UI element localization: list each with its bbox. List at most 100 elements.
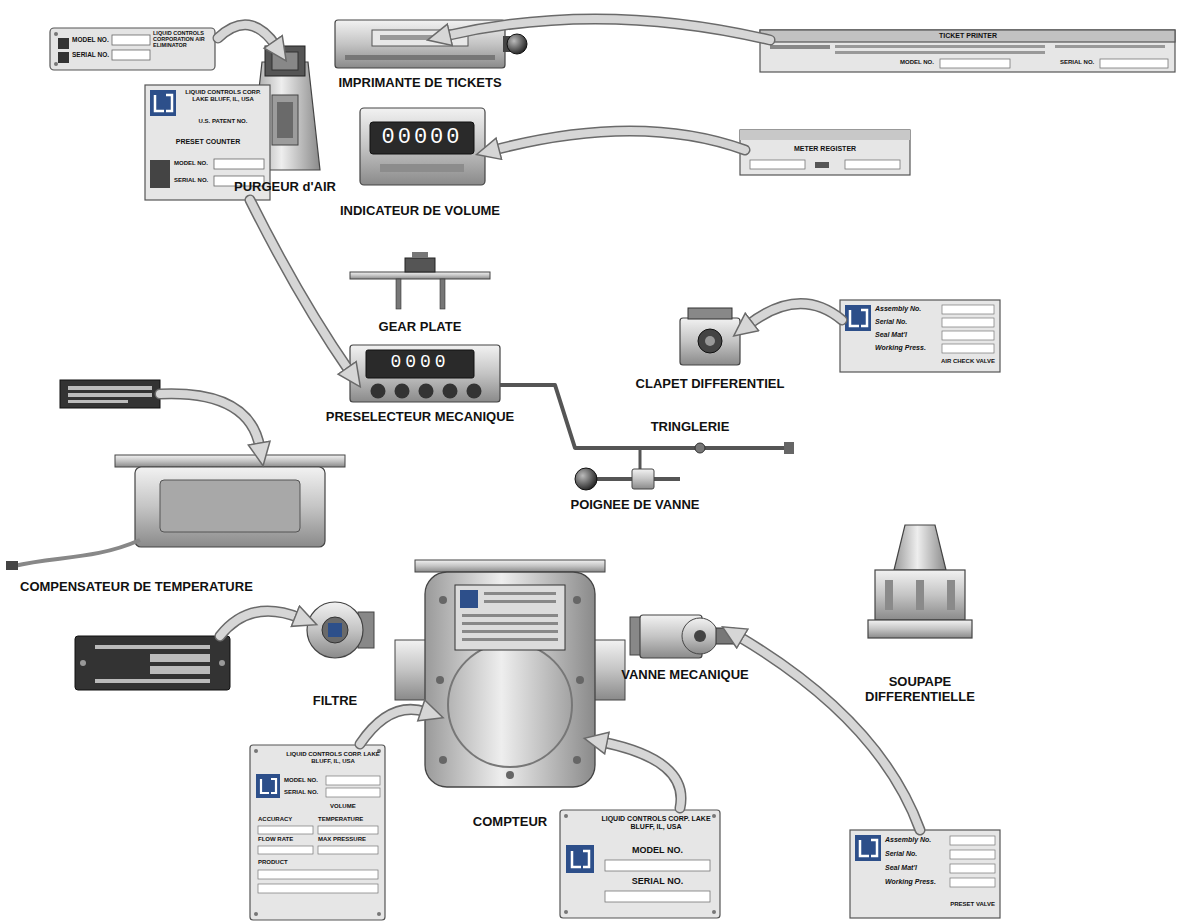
nameplate [318,846,378,854]
nameplate [940,59,1010,68]
nameplate [60,380,160,408]
nameplate-text: Serial No. [875,318,907,326]
nameplate [855,835,881,861]
meter-figure [460,590,478,608]
nameplate [850,830,1000,918]
nameplate [860,840,877,856]
mechanical-preset-figure [395,384,410,399]
meter-figure [484,592,556,595]
meter-figure [439,756,447,764]
ticket-printer-figure [507,34,527,54]
nameplate [605,860,710,871]
nameplate [712,814,716,818]
nameplate-text: SERIAL NO. [284,789,318,796]
nameplate-text: MODEL NO. [284,777,318,784]
nameplate-text: Serial No. [885,850,917,858]
leader-arrow [250,200,350,372]
leader-arrow [748,304,842,325]
nameplate [835,45,1045,48]
nameplate [564,910,568,914]
strainer-figure [307,602,374,658]
nameplate [942,344,994,353]
air-eliminator-figure [277,102,293,138]
valve-handle-figure [632,469,654,489]
air-check-valve-figure [688,308,732,319]
nameplate [258,870,378,879]
nameplate-text: U.S. PATENT NO. [180,118,266,125]
leader-arrow [218,25,276,46]
nameplate [566,845,594,873]
nameplate [258,826,313,834]
nameplate [560,810,720,918]
temperature-compensator-figure [160,480,300,532]
nameplate [740,130,910,175]
linkage-figure [500,385,794,454]
nameplate [112,50,150,60]
leader-arrow [160,394,260,448]
differential-valve-figure [894,525,946,570]
temperature-compensator-figure [6,561,18,570]
leader-arrow [494,131,745,150]
gear-plate-figure [440,279,445,309]
gear-plate-figure [405,258,435,272]
nameplate-text: VOLUME [330,803,356,810]
meter-figure [593,640,625,700]
nameplate [760,30,1175,72]
counter-digits: 00000 [372,125,472,150]
leader-arrow [494,131,745,150]
volume-indicator-figure [360,108,485,185]
part-label: IMPRIMANTE DE TICKETS [300,76,540,91]
nameplate [258,884,378,893]
meter-figure [576,676,584,684]
meter-figure [415,560,605,572]
meter-figure [395,640,427,700]
nameplate [95,645,210,649]
meter-figure [439,596,447,604]
nameplate [326,788,380,797]
leader-arrow [360,709,426,744]
meter-figure [462,614,558,617]
mechanical-preset-figure [443,384,458,399]
nameplate [58,52,69,63]
nameplate-text: TEMPERATURE [318,816,363,823]
strainer-figure [307,602,363,658]
nameplate-text: MODEL NO. [174,160,208,167]
nameplate [740,130,910,175]
nameplate [815,162,829,168]
leader-arrow [445,19,770,40]
nameplate [950,864,995,873]
nameplate [68,393,152,397]
air-check-valve-figure [698,329,722,353]
mechanical-valve-figure [716,628,734,644]
valve-handle-figure [575,468,597,490]
nameplate [572,851,589,867]
nameplate [712,910,716,914]
meter-figure [455,585,565,650]
leader-arrow [220,611,300,636]
nameplate [560,810,720,918]
mechanical-valve-figure [630,615,734,658]
nameplate-text: LIQUID CONTROLS CORP. LAKE BLUFF, IL, US… [285,751,381,764]
meter-figure [573,756,581,764]
nameplate-text: Working Press. [875,344,926,352]
nameplate [326,776,380,785]
nameplate-text: SERIAL NO. [174,177,208,184]
nameplate [250,745,385,920]
meter-figure [462,622,558,625]
meter-figure [484,600,556,603]
nameplate [845,160,900,169]
nameplate [1055,45,1165,48]
nameplate [1100,59,1168,68]
ticket-printer-figure [380,35,450,40]
part-label: INDICATEUR DE VOLUME [290,204,550,219]
linkage-figure [784,442,794,454]
linkage-figure [695,443,705,453]
mechanical-valve-figure [694,630,706,642]
nameplate-text: PRESET COUNTER [148,138,268,146]
meter-figure [436,676,444,684]
mechanical-preset-figure [366,350,474,378]
nameplate [377,912,381,916]
nameplate-text: MODEL NO. [605,845,710,855]
temperature-compensator-figure [115,455,345,467]
valve-handle-figure [575,448,680,490]
